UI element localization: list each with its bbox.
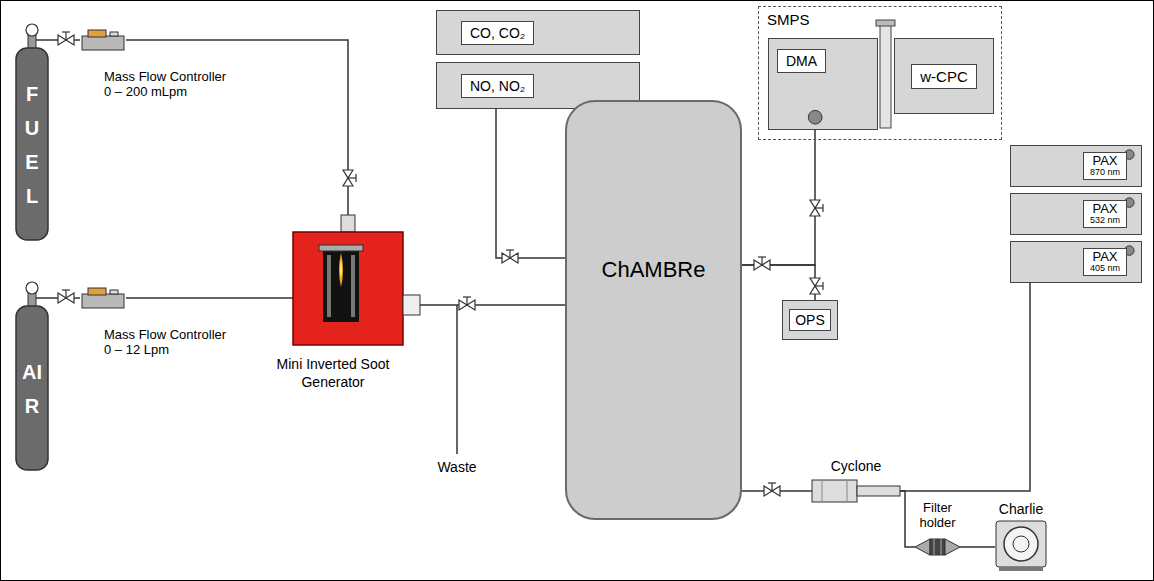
gas-line <box>126 297 293 299</box>
display-window: PAX870 nm <box>1083 152 1127 180</box>
node-label: Mini Inverted Soot Generator <box>263 355 403 391</box>
gas-line <box>50 297 80 299</box>
node-label: FUEL <box>22 77 42 213</box>
gas-analyzer: CO, CO₂ <box>436 10 640 55</box>
node-label: OPS <box>795 312 825 328</box>
gas-cylinder: FUEL <box>14 22 50 242</box>
cpc-instrument: w-CPC <box>894 38 994 114</box>
node-label: PAX <box>1090 154 1120 168</box>
pax-instrument: PAX870 nm <box>1010 145 1142 187</box>
ops-instrument: OPS <box>782 300 838 340</box>
pax-instrument: PAX405 nm <box>1010 241 1142 283</box>
node-label: Charlie <box>991 501 1051 517</box>
gas-cylinder: AIR <box>14 280 50 472</box>
node-label: 405 nm <box>1090 264 1120 274</box>
node-label: ChAMBRe <box>602 257 706 283</box>
node-label: AIR <box>22 355 42 423</box>
gas-line <box>960 546 995 548</box>
node-label: Cyclone <box>812 458 900 474</box>
display-window: DMA <box>777 49 826 73</box>
pax-instrument: PAX532 nm <box>1010 193 1142 235</box>
soot-generator: Mini Inverted Soot Generator <box>293 215 420 345</box>
node-label: Mass Flow Controller 0 – 200 mLpm <box>104 69 232 99</box>
filter-holder: Filter holder <box>915 538 960 556</box>
dma-instrument: DMA <box>768 38 878 130</box>
node-label: PAX <box>1090 202 1120 216</box>
node-label: Filter holder <box>907 500 968 530</box>
mass-flow-controller: Mass Flow Controller 0 – 12 Lpm <box>80 287 126 309</box>
node-label: w-CPC <box>920 68 968 85</box>
node-label: 870 nm <box>1090 168 1120 178</box>
node-label: Mass Flow Controller 0 – 12 Lpm <box>104 327 232 357</box>
node-label: CO, CO₂ <box>470 25 525 41</box>
pump-charlie: Charlie <box>995 520 1047 572</box>
gas-line <box>50 39 80 41</box>
gas-line <box>420 304 565 306</box>
gas-line <box>742 490 812 492</box>
gas-line <box>126 40 348 215</box>
cyclone: Cyclone <box>812 480 900 502</box>
node-label: 532 nm <box>1090 216 1120 226</box>
gas-line <box>742 265 815 300</box>
display-window: OPS <box>789 309 831 331</box>
display-window: PAX405 nm <box>1083 248 1127 276</box>
display-window: PAX532 nm <box>1083 200 1127 228</box>
display-window: CO, CO₂ <box>461 21 534 45</box>
gas-line <box>742 130 815 265</box>
node-label: DMA <box>786 53 817 69</box>
gas-line <box>900 283 1030 491</box>
gas-line <box>900 491 915 547</box>
display-window: NO, NO₂ <box>461 74 534 98</box>
chamber: ChAMBRe <box>565 100 742 520</box>
node-label: NO, NO₂ <box>470 78 525 94</box>
smps-group: SMPS DMA w-CPC <box>758 6 1002 140</box>
mass-flow-controller: Mass Flow Controller 0 – 200 mLpm <box>80 29 126 51</box>
outlet-label: Waste <box>427 459 487 475</box>
gas-line <box>496 109 565 258</box>
node-label: PAX <box>1090 250 1120 264</box>
display-window: w-CPC <box>911 64 977 89</box>
node-label: SMPS <box>767 11 993 28</box>
